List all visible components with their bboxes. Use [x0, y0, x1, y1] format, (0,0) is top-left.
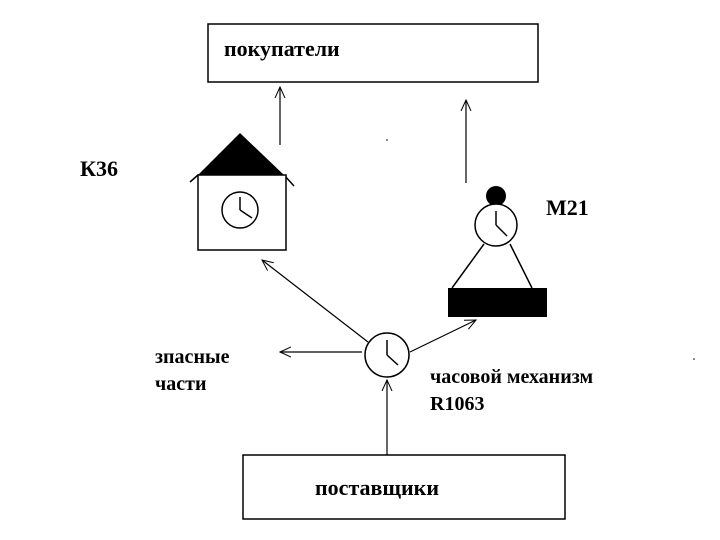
- speck-dot: [693, 358, 695, 360]
- customers-box: покупатели: [207, 23, 539, 83]
- arrow-mechanism-to-m21: [409, 319, 476, 353]
- suppliers-box: поставщики: [242, 454, 566, 520]
- k36-label: К36: [80, 156, 118, 181]
- customers-label: покупатели: [224, 36, 340, 61]
- mechanism-label-line1: часовой механизм: [430, 366, 593, 388]
- m21-figure-clock-icon: [448, 186, 547, 317]
- mechanism-label-line2: R1063: [430, 393, 484, 415]
- arrow-mechanism-to-k36: [262, 260, 369, 343]
- clock-mechanism-icon: [364, 332, 410, 378]
- speck-dot: [386, 139, 388, 141]
- suppliers-label: поставщики: [315, 475, 439, 500]
- m21-label: М21: [546, 195, 589, 220]
- spare-parts-label-line2: части: [155, 373, 207, 395]
- k36-house-clock-icon: [189, 133, 295, 251]
- spare-parts-label-line1: зпасные: [155, 346, 230, 368]
